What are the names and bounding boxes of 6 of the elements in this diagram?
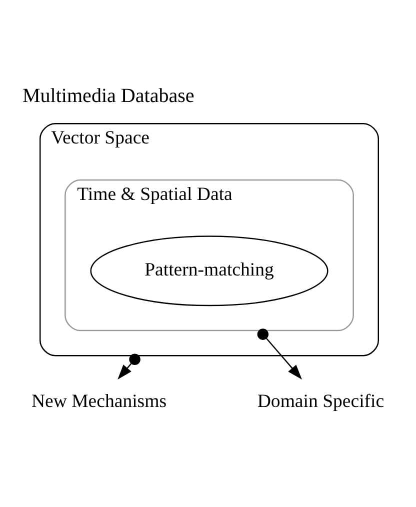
node-ellipse: Pattern-matching (90, 235, 328, 306)
arrow (257, 328, 302, 380)
node-text: New Mechanisms (31, 390, 167, 412)
diagram-title: Multimedia Database (22, 84, 194, 107)
node-text: Domain Specific (257, 390, 384, 412)
arrow (118, 353, 140, 380)
